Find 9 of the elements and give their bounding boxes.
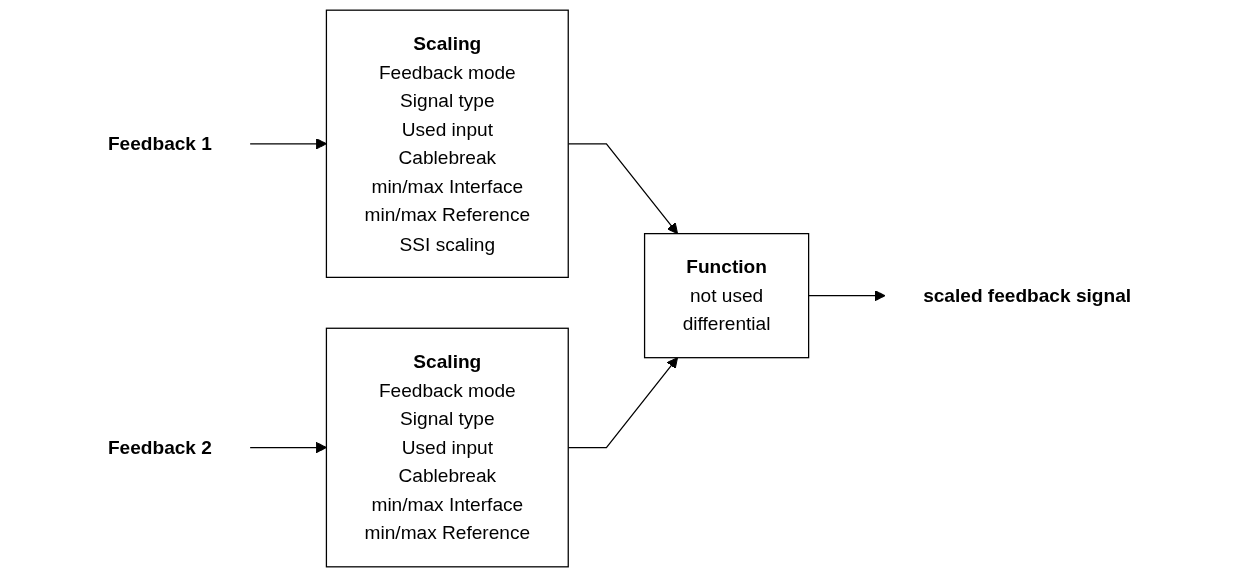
node-text: scaled feedback signal [923,283,1132,306]
arrow [249,441,327,454]
node-text: Feedback 1 [107,132,212,154]
node-box: Function not used differential [643,233,810,359]
node-text: Feedback 2 [107,435,212,458]
arrow [808,290,886,302]
node-box: Scaling Feedback mode Signal type Used input Cablebreak min/max Interface min/max Reference [325,327,569,568]
arrow [249,138,327,150]
node-box: Scaling Feedback mode Signal type Used input Cablebreak min/max Interface min/max Reference SSI scaling [325,9,569,278]
